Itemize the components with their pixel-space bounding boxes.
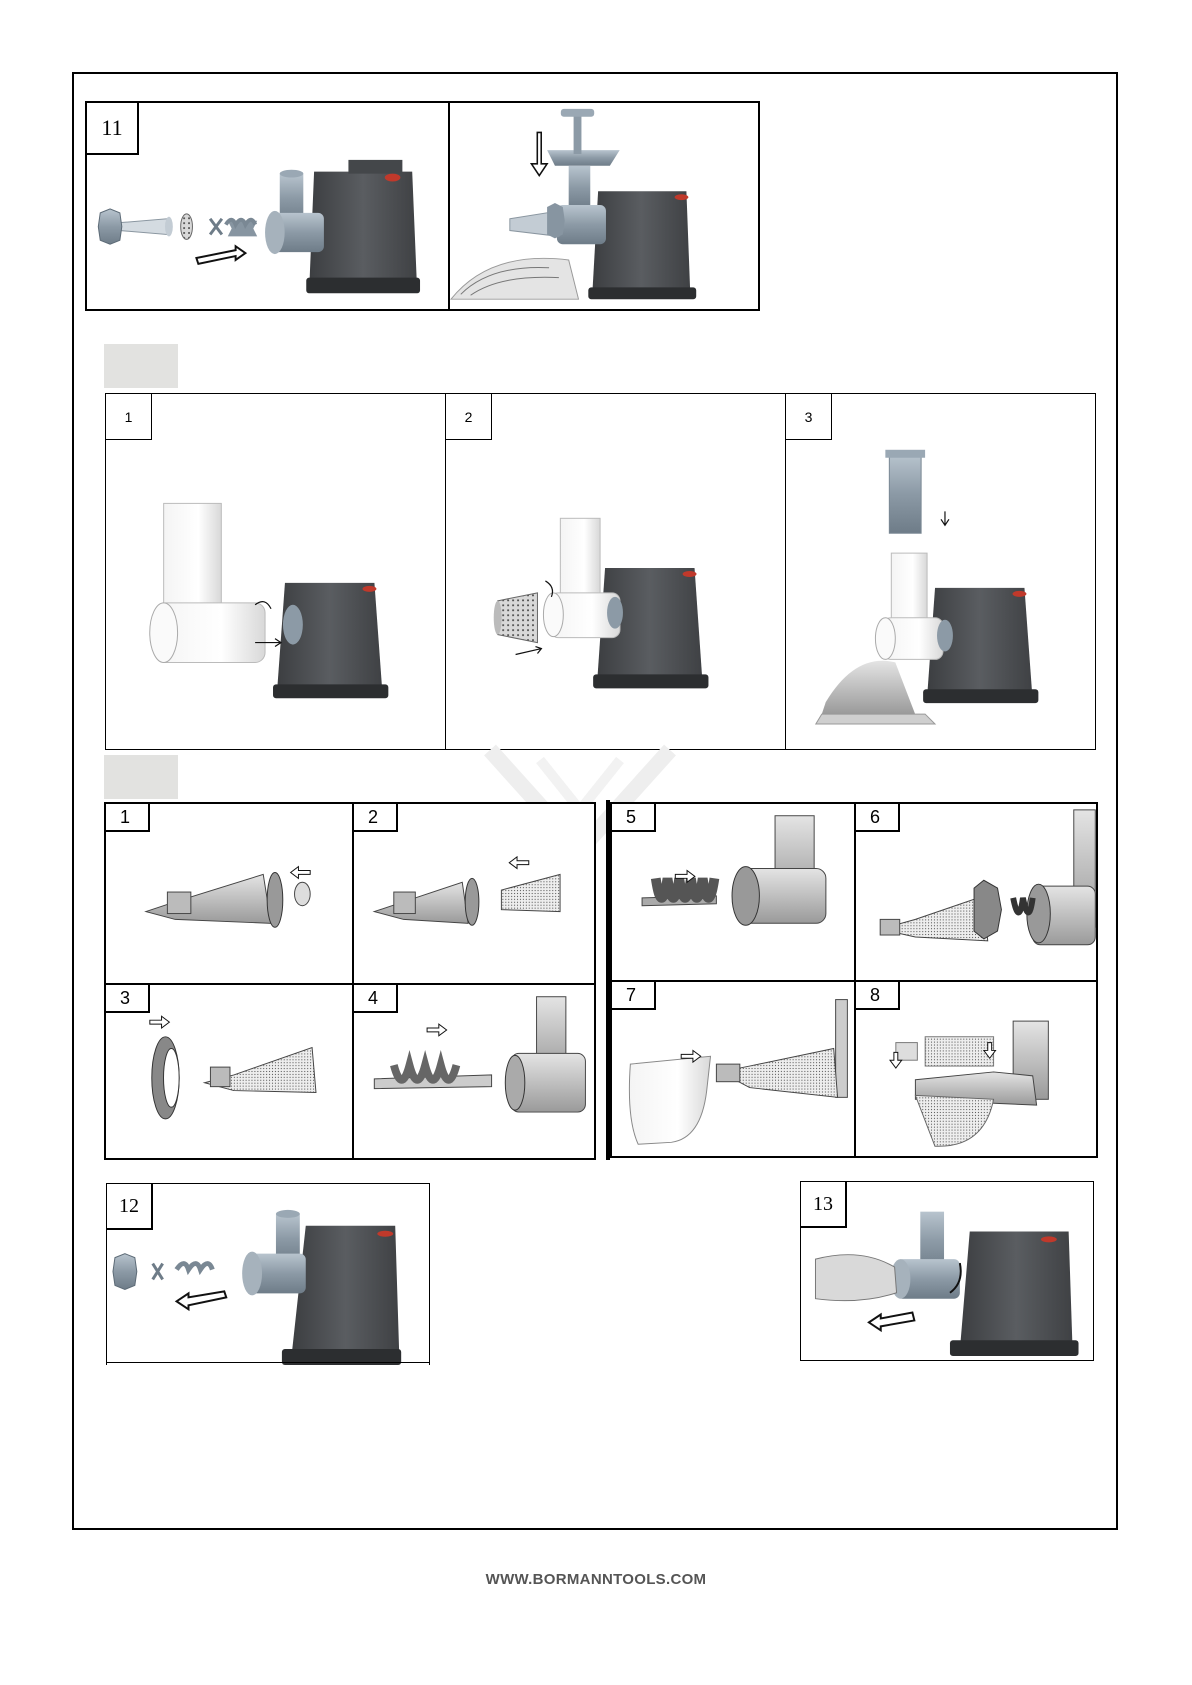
juicer-step-number: 8 — [856, 982, 900, 1010]
meat-grinder-assembly-illustration — [87, 103, 448, 309]
juicer-step-number: 2 — [354, 804, 398, 832]
grater-step-1-panel: 1 — [105, 393, 447, 750]
juicer-step-number: 7 — [612, 982, 656, 1010]
figure-11-panel-assembly: 11 — [85, 101, 450, 311]
juicer-step-6-panel: 6 — [854, 802, 1098, 982]
section-tab-juicer — [104, 755, 178, 799]
footer-website-url: WWW.BORMANNTOOLS.COM — [0, 1571, 1192, 1588]
juicer-step-5-panel: 5 — [610, 802, 856, 982]
grater-step-3-panel: 3 — [785, 393, 1096, 750]
grater-step-2-panel: 2 — [445, 393, 787, 750]
juicer-step-number: 6 — [856, 804, 900, 832]
figure-number-13: 13 — [801, 1182, 847, 1228]
figure-13-panel: 13 — [800, 1181, 1094, 1361]
juicer-step-number: 4 — [354, 985, 398, 1013]
juicer-step-7-panel: 7 — [610, 980, 856, 1158]
juicer-divider — [606, 800, 610, 1160]
grater-pusher-illustration — [786, 394, 1095, 749]
grater-drum-insert-illustration — [446, 394, 786, 749]
grater-step-number: 1 — [106, 394, 152, 440]
meat-grinder-with-tray-illustration — [450, 103, 758, 309]
figure-12-panel: 12 — [106, 1183, 430, 1365]
juicer-step-number: 3 — [106, 985, 150, 1013]
juicer-step-8-panel: 8 — [854, 980, 1098, 1158]
figure-12-bottom-rule — [106, 1362, 430, 1363]
figure-11-panel-mounted — [448, 101, 760, 311]
juicer-step-3-panel: 3 — [104, 983, 354, 1160]
figure-number-12: 12 — [107, 1184, 153, 1230]
grater-attach-illustration — [106, 394, 446, 749]
juicer-step-1-panel: 1 — [104, 802, 354, 985]
juicer-step-4-panel: 4 — [352, 983, 596, 1160]
grater-step-number: 2 — [446, 394, 492, 440]
grater-step-number: 3 — [786, 394, 832, 440]
section-tab-grater — [104, 344, 178, 388]
juicer-step-number: 1 — [106, 804, 150, 832]
juicer-step-number: 5 — [612, 804, 656, 832]
juicer-step-2-panel: 2 — [352, 802, 596, 985]
figure-number-11: 11 — [87, 103, 139, 155]
meat-grinder-disassembly-illustration — [107, 1184, 429, 1365]
